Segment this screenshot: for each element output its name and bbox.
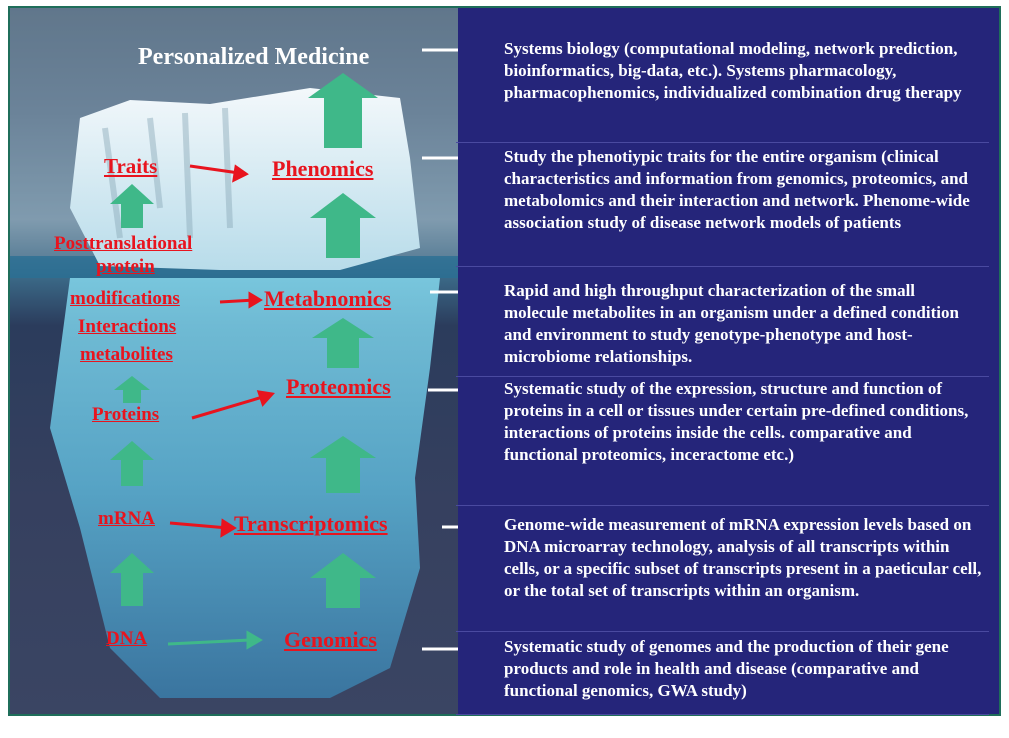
dna-label: DNA [106,628,148,649]
row-divider [456,142,989,143]
mrna-to-transcriptomics-arrow [169,521,229,530]
up-arrow-icon [312,318,374,368]
up-arrow-icon [310,436,376,493]
dna-to-genomics-arrow [167,638,251,646]
ptm-label-line2: protein [96,256,155,277]
proteins-to-proteomics-arrow [191,394,267,420]
iceberg-background: Personalized Medicine Traits Posttransla… [10,8,458,714]
transcriptomics-description: Genome-wide measurement of mRNA expressi… [504,515,982,600]
up-arrow-icon [110,553,154,606]
metabolites-label: metabolites [80,344,173,365]
up-arrow-icon [310,553,376,608]
description-panel [458,8,999,714]
metabnomics-description: Rapid and high throughput characterizati… [504,281,959,366]
interactions-label: Interactions [78,316,177,337]
genomics-description: Systematic study of genomes and the prod… [504,637,949,700]
traits-label: Traits [104,154,158,178]
row-divider [456,714,989,715]
diagram-title: Personalized Medicine [138,44,370,70]
proteomics-description: Systematic study of the expression, stru… [504,379,969,464]
ptm-label-line1: Posttranslational [54,233,193,254]
genomics-label: Genomics [284,627,377,652]
phenomics-description: Study the phenotiypic traits for the ent… [504,147,970,232]
diagram-frame: Personalized Medicine Traits Posttransla… [8,6,1001,716]
row-divider [456,505,989,506]
phenomics-label: Phenomics [272,156,374,181]
up-arrow-icon [110,184,154,228]
proteomics-label: Proteomics [286,374,391,399]
transcriptomics-label: Transcriptomics [234,511,388,536]
arrows-layer [110,48,458,651]
metabnomics-label: Metabnomics [264,286,392,311]
up-arrow-icon [110,441,154,486]
row-divider [456,631,989,632]
proteins-label: Proteins [92,404,160,425]
row-divider [456,376,989,377]
up-arrow-icon [114,376,150,403]
row-divider [456,266,989,267]
up-arrow-icon [310,193,376,258]
ptm-label-line3: modifications [70,288,180,309]
mrna-label: mRNA [98,508,155,529]
up-arrow-icon [308,73,378,148]
personalized-medicine-description: Systems biology (computational modeling,… [504,39,962,102]
